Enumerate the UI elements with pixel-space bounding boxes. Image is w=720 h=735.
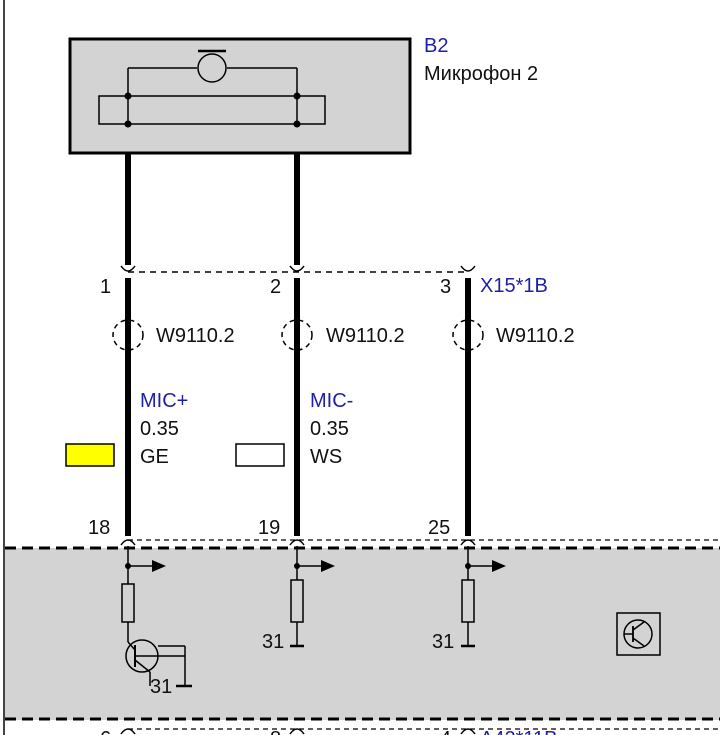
arrow-heads [125, 560, 506, 572]
ground-label-2: 31 [262, 631, 284, 653]
wires-middle[interactable] [125, 278, 471, 536]
color-code-1: GE [140, 446, 169, 468]
color-swatch-yellow [65, 443, 115, 467]
next-pin-3: 4 [440, 728, 451, 735]
ground-label-1: 31 [150, 676, 172, 698]
pin-top-1: 1 [100, 276, 111, 298]
module-transistor-icon [616, 612, 661, 656]
shield-label-2: W9110.2 [326, 325, 405, 347]
wires-upper [125, 153, 300, 265]
connector-bottom-pins [120, 539, 476, 546]
signal-mic-minus: MIC- [310, 390, 353, 412]
component-name: Микрофон 2 [424, 63, 538, 85]
microphone-component[interactable] [68, 37, 412, 155]
shield-label-3: W9110.2 [496, 325, 575, 347]
pin-bottom-18: 18 [88, 517, 110, 539]
shield-markers [112, 319, 484, 351]
component-id: B2 [424, 35, 448, 57]
ground-label-3: 31 [432, 631, 454, 653]
next-connector-label[interactable]: A42*11B [480, 728, 557, 735]
signal-mic-plus: MIC+ [140, 390, 188, 412]
cross-section-2: 0.35 [310, 418, 349, 440]
shield-label-1: W9110.2 [156, 325, 235, 347]
connector-x15-pins [120, 265, 476, 272]
internal-circuits [121, 546, 492, 646]
cross-section-1: 0.35 [140, 418, 179, 440]
control-module[interactable] [5, 546, 720, 721]
transistor-icon [125, 639, 192, 688]
color-code-2: WS [310, 446, 342, 468]
junction-dots [124, 92, 301, 128]
pin-top-2: 2 [270, 276, 281, 298]
next-connector-pins [120, 728, 476, 735]
pin-bottom-19: 19 [258, 517, 280, 539]
next-pin-2: 8 [270, 728, 281, 735]
module-fill [5, 548, 720, 720]
color-swatch-white [235, 443, 285, 467]
pin-bottom-25: 25 [428, 517, 450, 539]
next-pin-1: 6 [100, 728, 111, 735]
pin-top-3: 3 [440, 276, 451, 298]
connector-x15-label[interactable]: X15*1B [480, 275, 548, 297]
